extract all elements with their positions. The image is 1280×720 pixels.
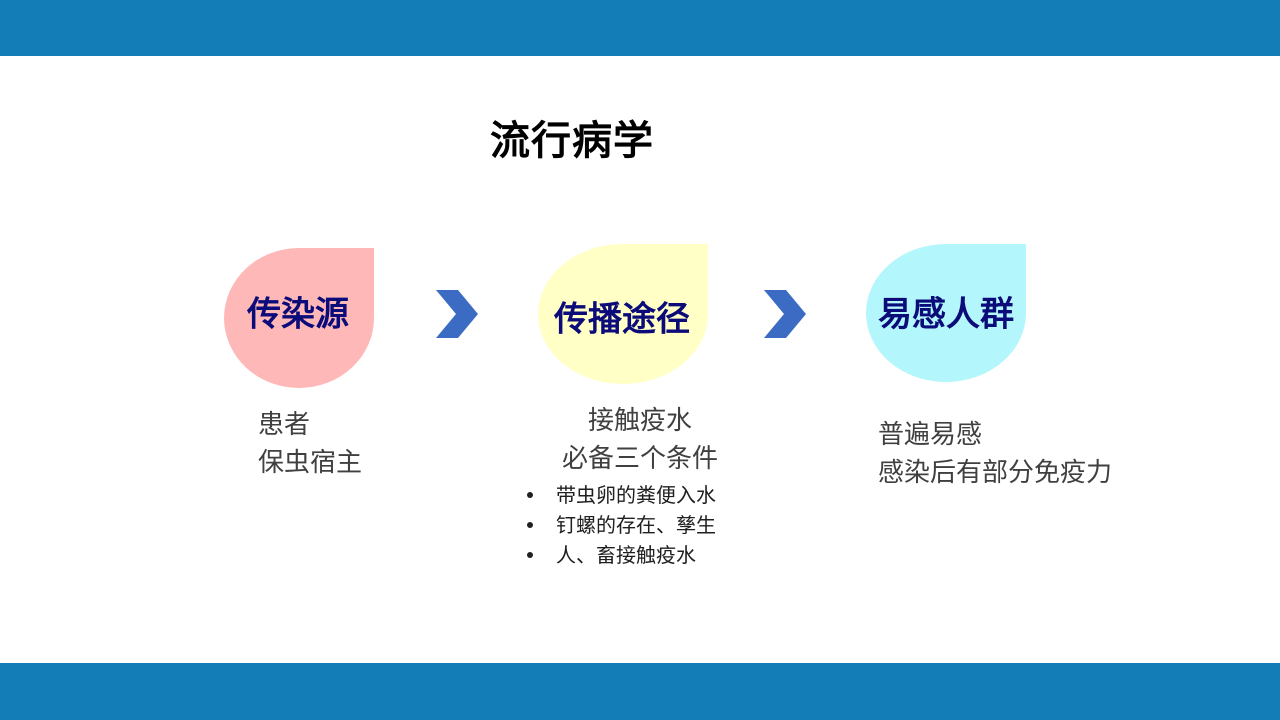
list-item-text: 钉螺的存在、孳生	[556, 513, 716, 537]
susceptible-population-label: 易感人群	[878, 294, 1014, 335]
bullet-dot-icon	[527, 492, 533, 498]
detail-line: 保虫宿主	[258, 448, 363, 478]
list-item: 钉螺的存在、孳生	[527, 510, 716, 540]
bullet-dot-icon	[527, 522, 533, 528]
slide-title: 流行病学	[490, 118, 654, 164]
detail-line: 患者	[258, 410, 311, 440]
transmission-route-details: 接触疫水 必备三个条件	[540, 402, 740, 478]
list-item-text: 人、畜接触疫水	[556, 543, 696, 567]
transmission-route-shape	[538, 244, 708, 384]
detail-line: 感染后有部分免疫力	[878, 458, 1113, 488]
top-band	[0, 0, 1280, 56]
list-item: 人、畜接触疫水	[527, 540, 716, 570]
susceptible-population-shape	[866, 244, 1026, 382]
bullet-dot-icon	[527, 552, 533, 558]
infection-source-label: 传染源	[247, 294, 349, 335]
infection-source-details: 患者 保虫宿主	[258, 406, 362, 482]
detail-line: 普遍易感	[878, 420, 983, 450]
infection-source-shape	[224, 248, 374, 388]
detail-line: 接触疫水	[587, 406, 692, 436]
chevron-right-icon	[764, 290, 806, 338]
transmission-route-label: 传播途径	[554, 299, 690, 340]
susceptible-population-details: 普遍易感 感染后有部分免疫力	[878, 416, 1112, 492]
chevron-right-icon	[436, 290, 478, 338]
bottom-band	[0, 663, 1280, 720]
list-item: 带虫卵的粪便入水	[527, 480, 716, 510]
transmission-conditions-list: 带虫卵的粪便入水 钉螺的存在、孳生 人、畜接触疫水	[527, 480, 716, 570]
list-item-text: 带虫卵的粪便入水	[556, 483, 716, 507]
detail-line: 必备三个条件	[561, 444, 718, 474]
